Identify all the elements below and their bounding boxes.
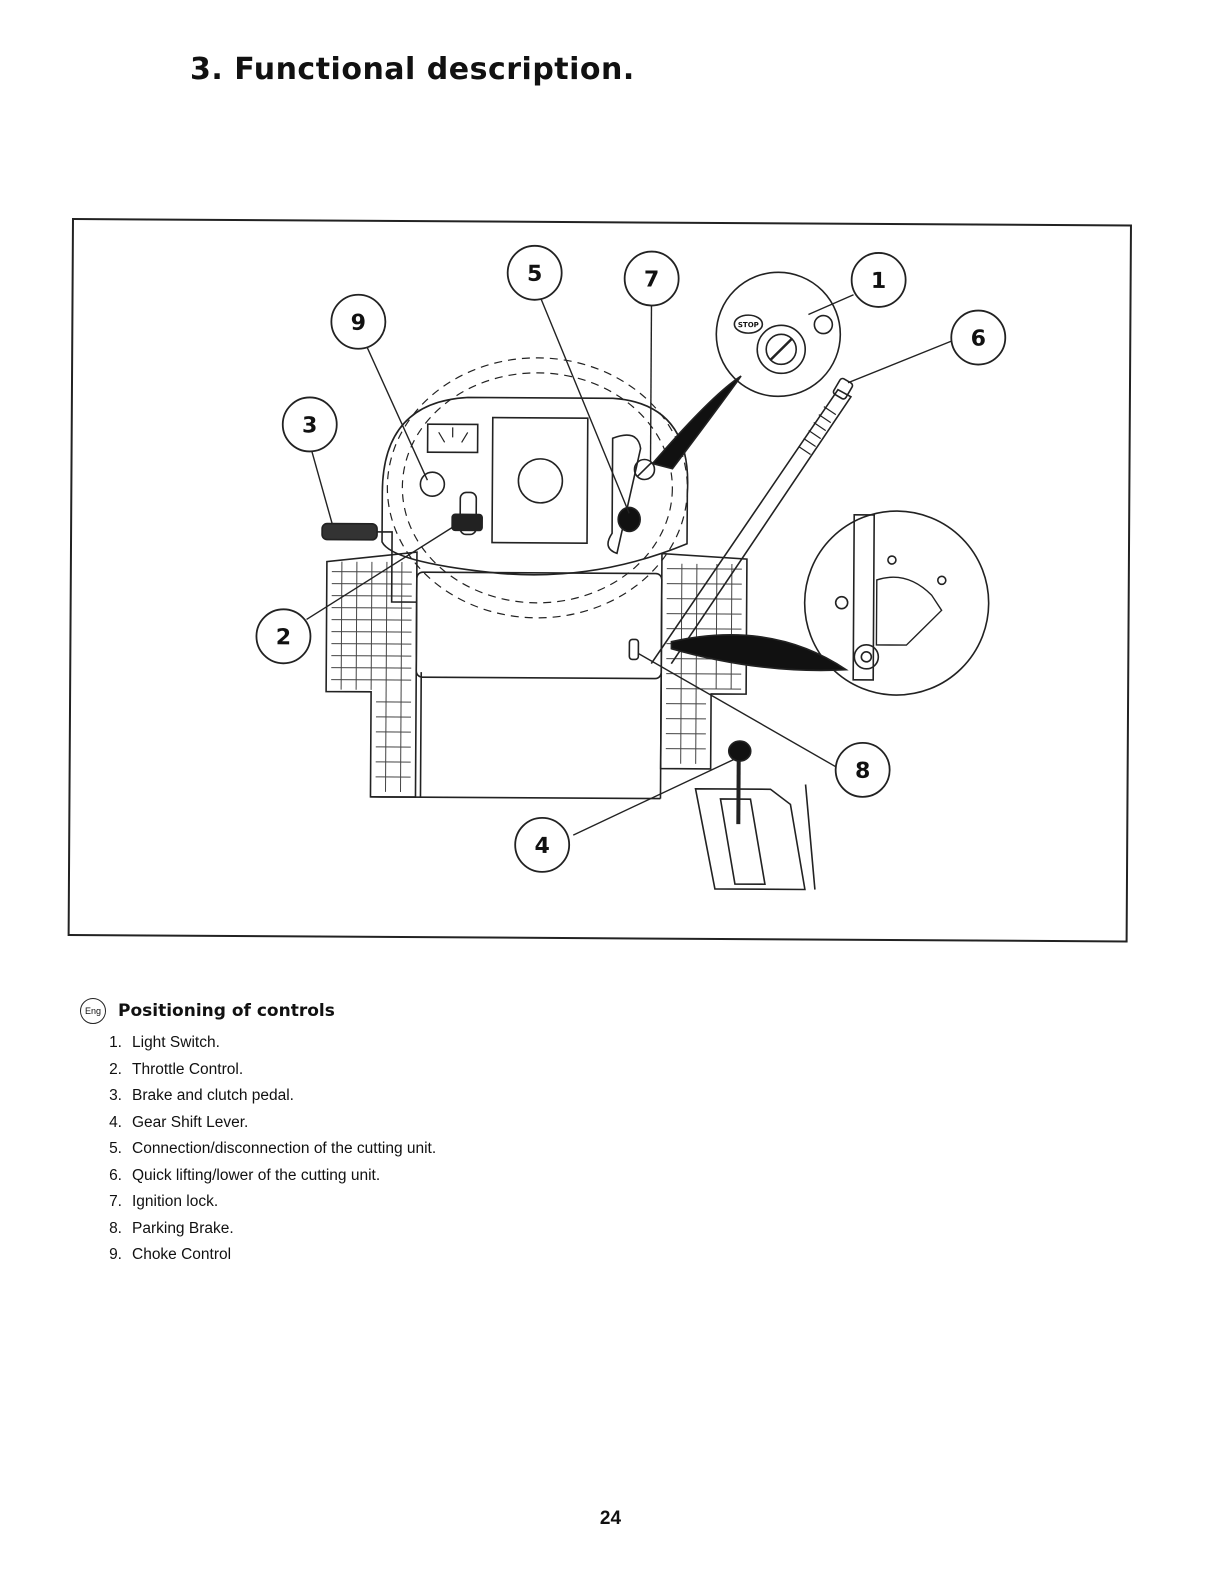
ammeter [426,423,479,454]
throttle-lever [451,513,483,532]
item-number: 8. [109,1219,122,1237]
callout-label-4: 4 [534,834,549,859]
dashboard [381,396,689,576]
legend-item: 4. Gear Shift Lever. [80,1110,680,1137]
item-text: Throttle Control. [132,1060,244,1078]
callout-2 [255,608,312,665]
choke-knob [419,471,446,498]
legend-item: 2. Throttle Control. [80,1057,680,1084]
controls-illustration: 1 2 3 4 5 6 7 8 9 STOP [255,244,1007,891]
cutting-unit-slot [607,434,642,555]
callout-label-1: 1 [871,269,886,294]
item-number: 6. [109,1166,122,1184]
dashboard-gauge [517,458,564,504]
legend: Eng Positioning of controls 1. Light Swit… [80,998,680,1269]
item-text: Light Switch. [132,1034,220,1051]
controls-diagram: 1 2 3 4 5 6 7 8 9 STOP [67,218,1132,943]
gear-shift-knob [727,740,752,762]
item-number: 7. [109,1193,122,1210]
callout-9 [330,293,387,350]
item-text: Choke Control [132,1246,232,1263]
ignition-lock [633,458,656,481]
item-text: Connection/disconnection of the cutting … [132,1140,437,1157]
cutting-unit-knob [617,506,641,533]
lift-lever-rod [650,388,853,665]
callout-6 [950,309,1007,366]
legend-item: 6. Quick lifting/lower of the cutting uni… [80,1163,680,1190]
callout-label-3: 3 [302,413,317,438]
center-console [415,571,663,680]
item-text: Ignition lock. [132,1193,219,1210]
brake-clutch-pedal [321,522,378,541]
item-number: 4. [109,1113,122,1131]
callout-1 [850,252,907,308]
item-text: Parking Brake. [132,1219,234,1237]
stop-label: STOP [738,321,759,329]
parking-brake-lever [628,638,640,661]
callout-5 [506,244,563,301]
left-footboard [325,551,418,798]
callout-label-8: 8 [855,759,870,784]
lift-detail-magnifier [803,510,990,696]
gear-shift-plate [694,788,806,891]
callout-8 [834,741,891,798]
callout-3 [281,396,338,453]
legend-item: 8. Parking Brake. [80,1216,680,1243]
item-number: 5. [109,1140,122,1157]
item-text: Gear Shift Lever. [132,1113,249,1131]
item-number: 3. [109,1087,122,1104]
legend-heading-row: Eng Positioning of controls [80,998,680,1024]
item-text: Brake and clutch pedal. [132,1087,294,1104]
item-number: 2. [109,1060,122,1078]
legend-heading: Positioning of controls [118,1001,335,1021]
lift-detail-rod [852,513,876,681]
dashboard-detail-outline [386,357,688,619]
language-badge: Eng [80,998,106,1024]
legend-item: 3. Brake and clutch pedal. [80,1083,680,1110]
page-title: 3. Functional description. [190,52,635,87]
legend-list: 1. Light Switch. 2. Throttle Control. 3. Br… [80,1030,680,1269]
callout-label-6: 6 [971,326,986,351]
callout-4 [514,816,571,873]
callout-label-9: 9 [351,311,366,336]
dashboard-panel [491,416,589,544]
callout-label-7: 7 [644,267,659,292]
item-number: 1. [109,1034,122,1051]
item-number: 9. [109,1246,122,1263]
legend-item: 7. Ignition lock. [80,1189,680,1216]
legend-item: 5. Connection/disconnection of the cuttin… [80,1136,680,1163]
page-number: 24 [599,1508,622,1529]
callout-7 [623,250,680,307]
callout-label-5: 5 [527,262,542,287]
legend-item: 1. Light Switch. [80,1030,680,1057]
throttle-slot [459,491,478,536]
legend-item: 9. Choke Control [80,1242,680,1269]
item-text: Quick lifting/lower of the cutting unit. [132,1166,381,1184]
callout-label-2: 2 [276,625,291,650]
